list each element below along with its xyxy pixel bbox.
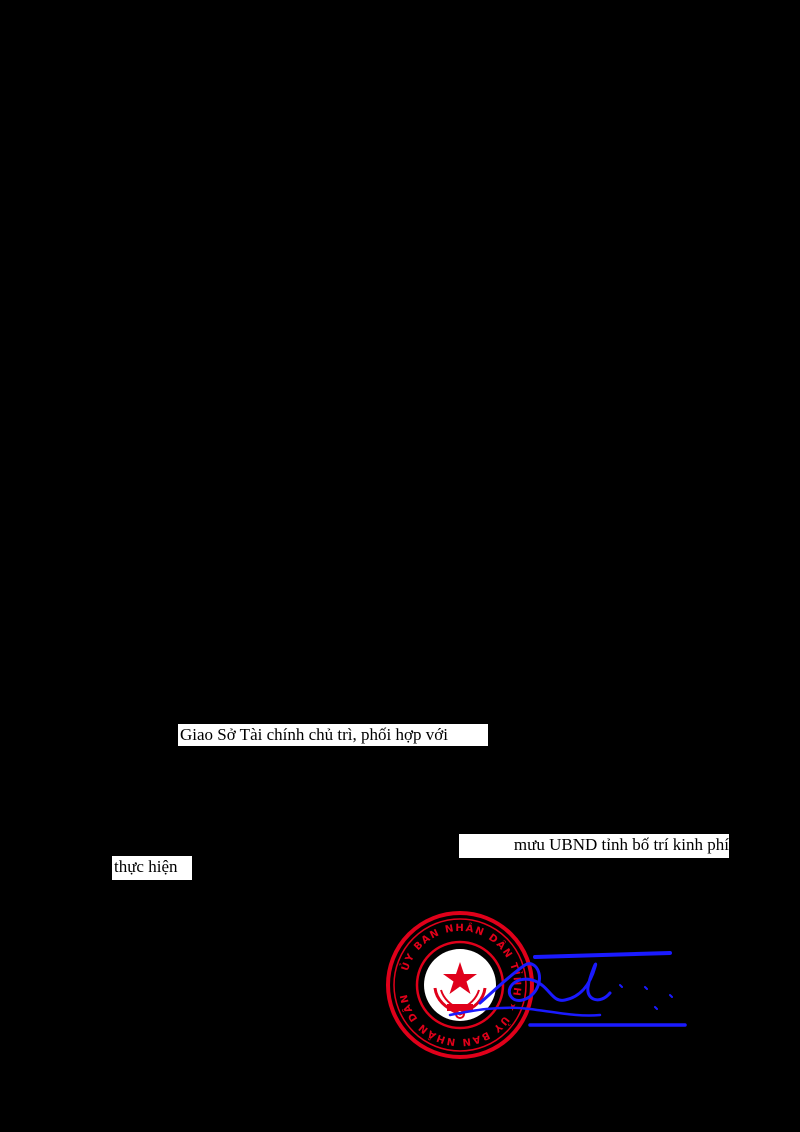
handwritten-signature [448,951,687,1027]
text-fragment-giao-so-tai-chinh: Giao Sở Tài chính chủ trì, phối hợp với [178,724,488,746]
text-fragment-thuc-hien: thực hiện [112,856,192,880]
text-line: Giao Sở Tài chính chủ trì, phối hợp với [180,725,448,744]
text-fragment-muu-ubnd: mưu UBND tỉnh bố trí kinh phí [459,834,729,858]
text-line: thực hiện [114,857,178,876]
text-line: mưu UBND tỉnh bố trí kinh phí [513,835,729,854]
official-seal: ỦY BAN NHÂN DÂN TỈNH ★ ỦY BAN NHÂN DÂN ★ [385,910,534,1059]
